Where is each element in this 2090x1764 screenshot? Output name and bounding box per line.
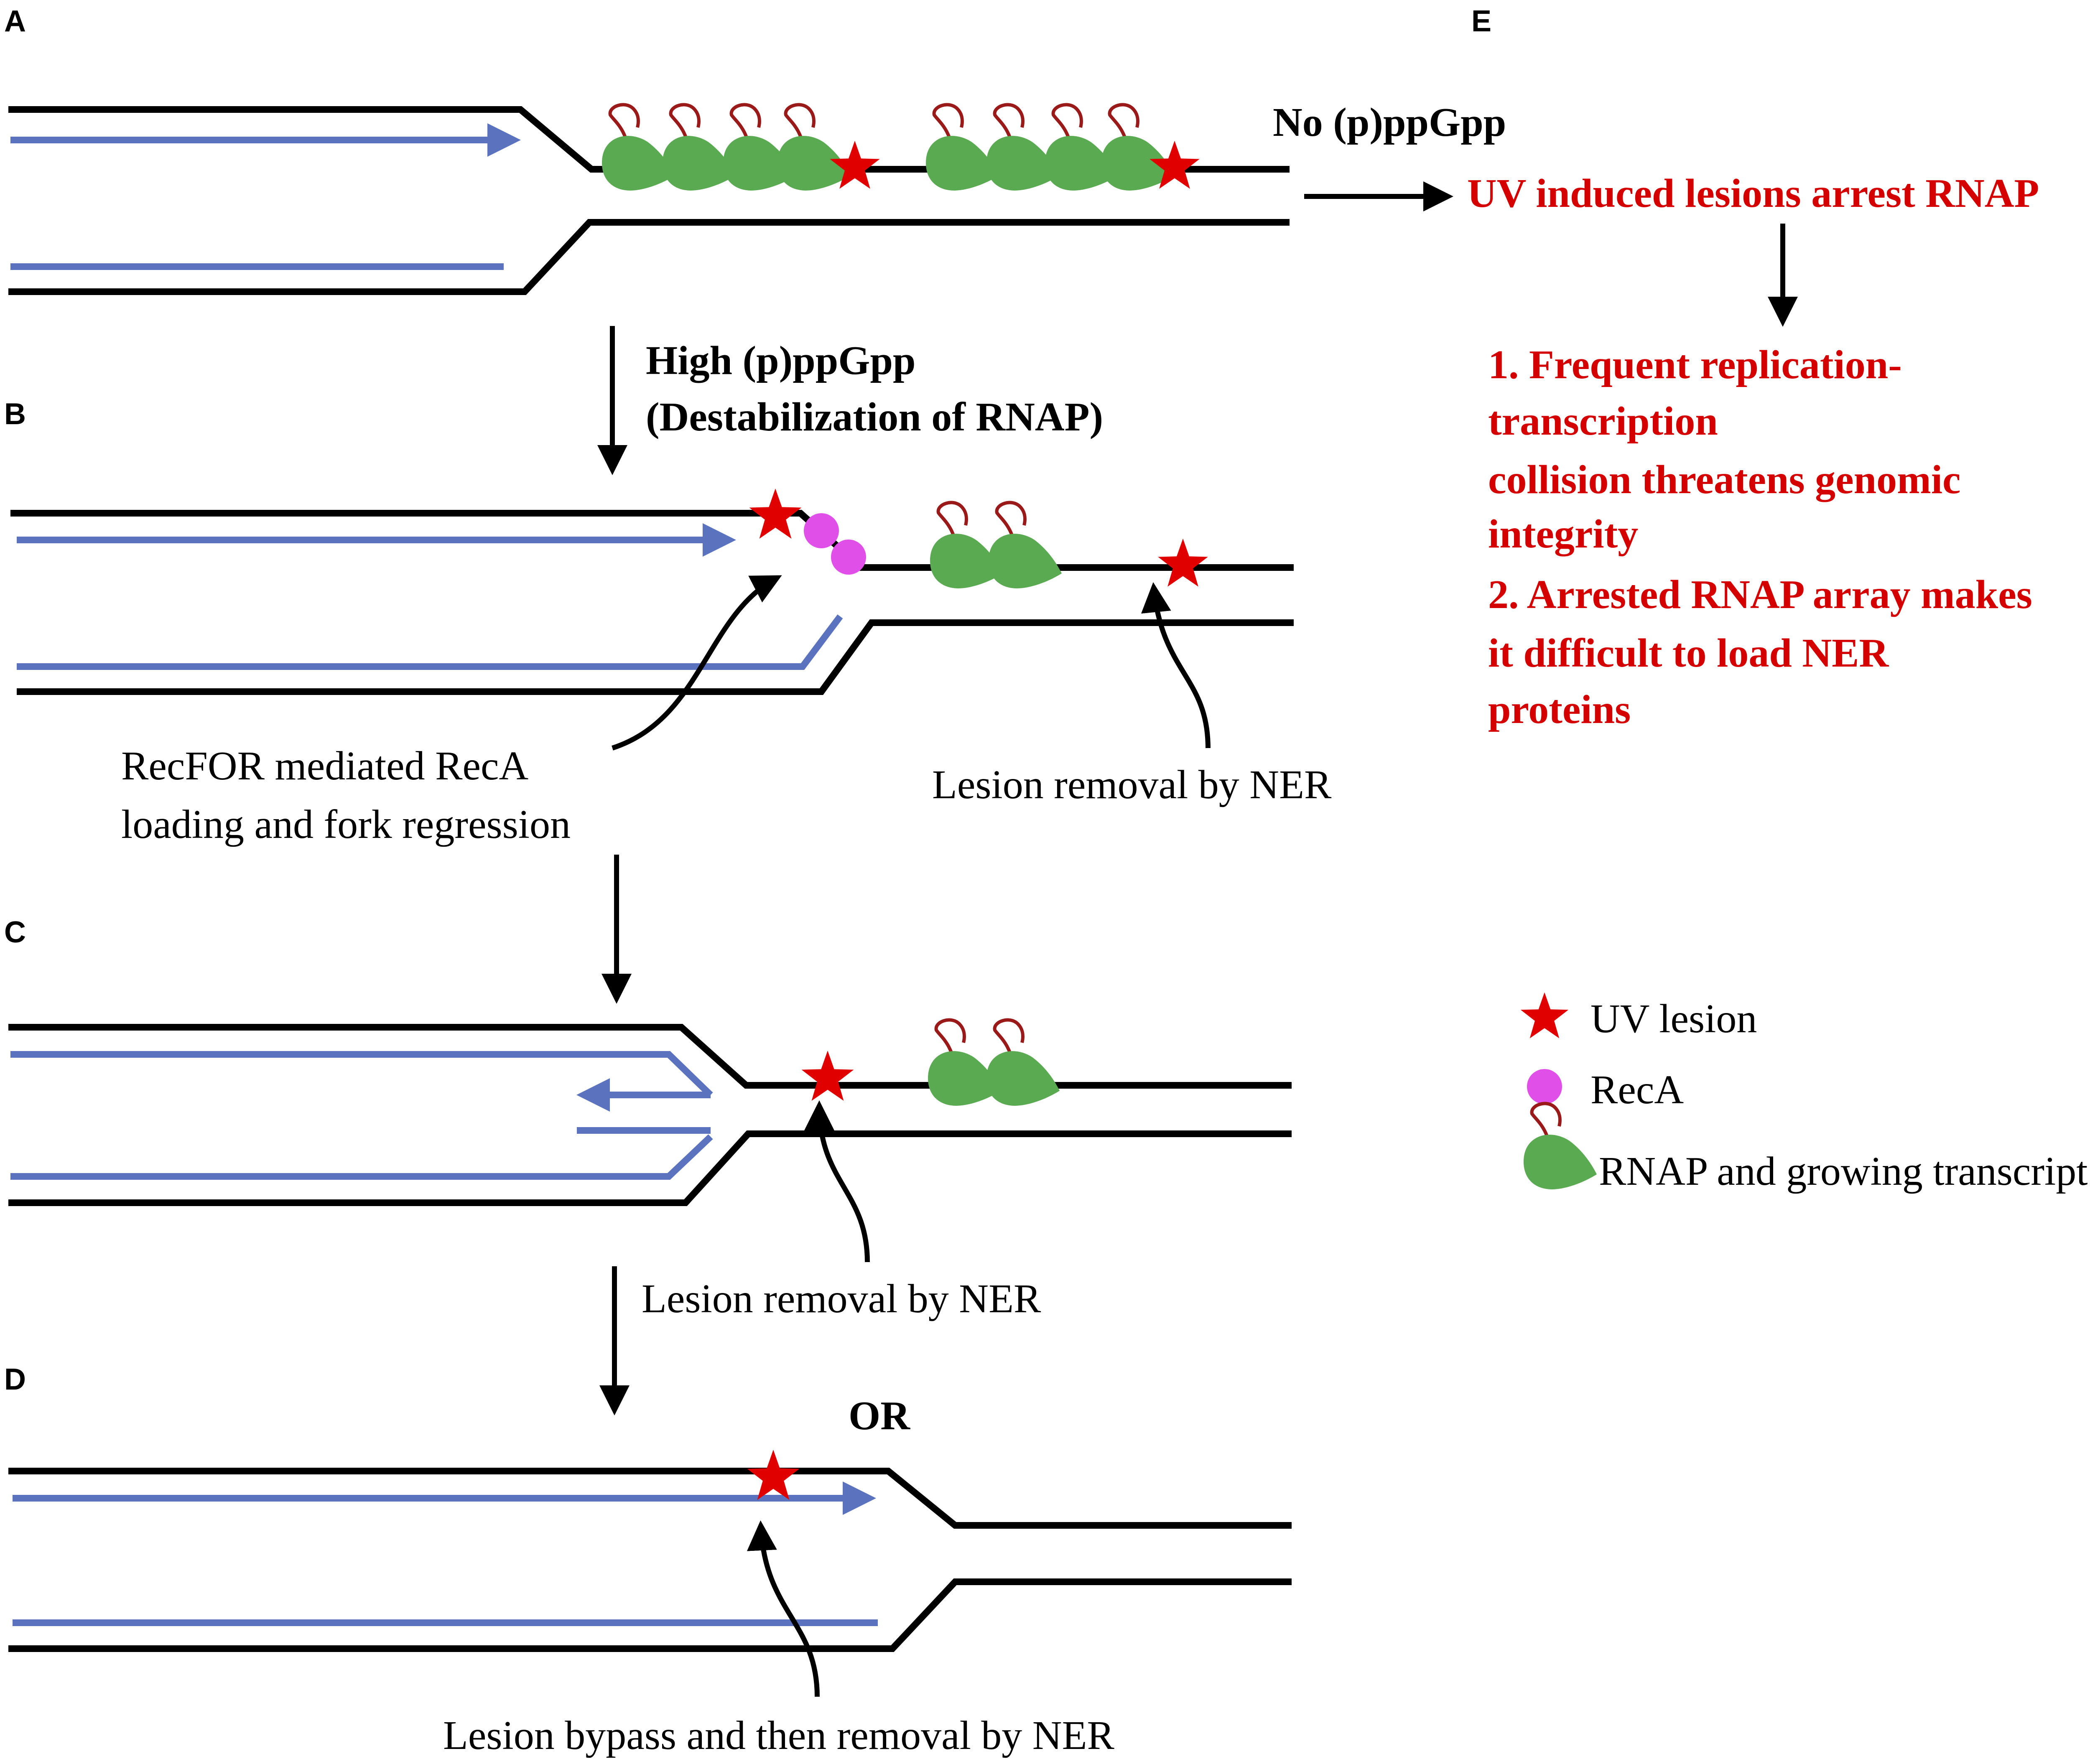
legend-lesion-label: UV lesion <box>1590 996 1757 1041</box>
high-ppgpp-label: High (p)ppGpp <box>646 338 915 383</box>
ner-curved-arrow <box>804 1100 870 1263</box>
consequence-line: transcription <box>1488 399 1718 444</box>
consequence-line: it difficult to load NER <box>1488 631 1889 676</box>
ner-curved-arrow <box>1141 582 1211 748</box>
bypass-curved-arrow <box>747 1520 820 1697</box>
template-strand-bottom <box>17 619 1294 695</box>
rnap-icon <box>1045 103 1118 191</box>
panel-letter-c: C <box>4 916 26 949</box>
reca-icon <box>1527 1069 1562 1104</box>
consequence-line: integrity <box>1488 512 1638 557</box>
panel-b: B RecFOR mediated RecA loading and fork … <box>4 397 1332 847</box>
legend-reca-label: RecA <box>1590 1067 1684 1112</box>
uv-lesion-headline: UV induced lesions arrest RNAP <box>1467 171 2039 216</box>
uv-lesion-icon <box>830 140 880 189</box>
reca-loading-label-line1: RecFOR mediated RecA <box>121 743 529 789</box>
reca-curved-arrow <box>612 575 782 751</box>
rnap-icon <box>926 103 999 191</box>
consequence-line: 2. Arrested RNAP array makes <box>1488 572 2032 617</box>
panel-e: E UV induced lesions arrest RNAP 1. Freq… <box>1467 5 2039 732</box>
consequence-line: proteins <box>1488 687 1631 732</box>
destabilization-label: (Destabilization of RNAP) <box>646 395 1103 440</box>
consequence-line: collision threatens genomic <box>1488 457 1961 502</box>
template-strand-bottom <box>8 219 1290 295</box>
template-strand-bottom <box>8 1578 1292 1652</box>
panel-letter-d: D <box>4 1363 26 1396</box>
lagging-nascent-strand <box>17 614 843 670</box>
rnap-icon <box>986 103 1060 191</box>
or-label: OR <box>849 1393 910 1438</box>
ner-label-b: Lesion removal by NER <box>932 762 1332 807</box>
lagging-nascent-strand <box>10 1134 713 1180</box>
uv-lesion-icon <box>1520 992 1569 1039</box>
rnap-icon <box>777 103 851 191</box>
panel-letter-e: E <box>1471 5 1491 38</box>
uv-lesion-icon <box>749 489 802 539</box>
rnap-icon <box>1101 103 1175 191</box>
uv-lesion-icon <box>1150 140 1200 189</box>
rnap-icon <box>986 1018 1060 1106</box>
panel-d: D Lesion bypass and then removal by NER <box>4 1363 1292 1758</box>
template-strand-top <box>8 1468 1292 1529</box>
uv-lesion-icon <box>1158 538 1208 587</box>
rnap-icon <box>989 501 1062 588</box>
uv-lesion-icon <box>801 1051 854 1101</box>
panel-letter-a: A <box>4 5 26 38</box>
bypass-label: Lesion bypass and then removal by NER <box>443 1713 1114 1758</box>
leading-nascent-strand <box>10 1051 713 1097</box>
panel-c: C Lesion removal by NER <box>4 916 1292 1321</box>
consequence-line: 1. Frequent replication- <box>1488 342 1902 387</box>
panel-a: A <box>4 5 1506 295</box>
legend-rnap-label: RNAP and growing transcript <box>1599 1149 2088 1194</box>
uv-lesion-icon <box>747 1450 800 1500</box>
panel-letter-b: B <box>4 397 26 431</box>
rnap-icon <box>663 103 736 191</box>
reca-icon <box>831 540 866 575</box>
rnap-icon <box>723 103 796 191</box>
ner-label-c: Lesion removal by NER <box>642 1276 1041 1321</box>
reca-loading-label-line2: loading and fork regression <box>121 802 571 847</box>
no-ppgpp-label: No (p)ppGpp <box>1273 100 1506 145</box>
rnap-icon <box>602 103 675 191</box>
template-strand-bottom <box>8 1130 1292 1206</box>
rnap-icon <box>928 1018 1001 1106</box>
rnap-icon <box>930 501 1003 588</box>
reca-icon <box>804 513 839 548</box>
legend: UV lesion RecA RNAP and growing transcri… <box>1520 992 2088 1194</box>
rnap-icon <box>1524 1102 1597 1189</box>
rnap-array-a <box>602 103 1200 191</box>
